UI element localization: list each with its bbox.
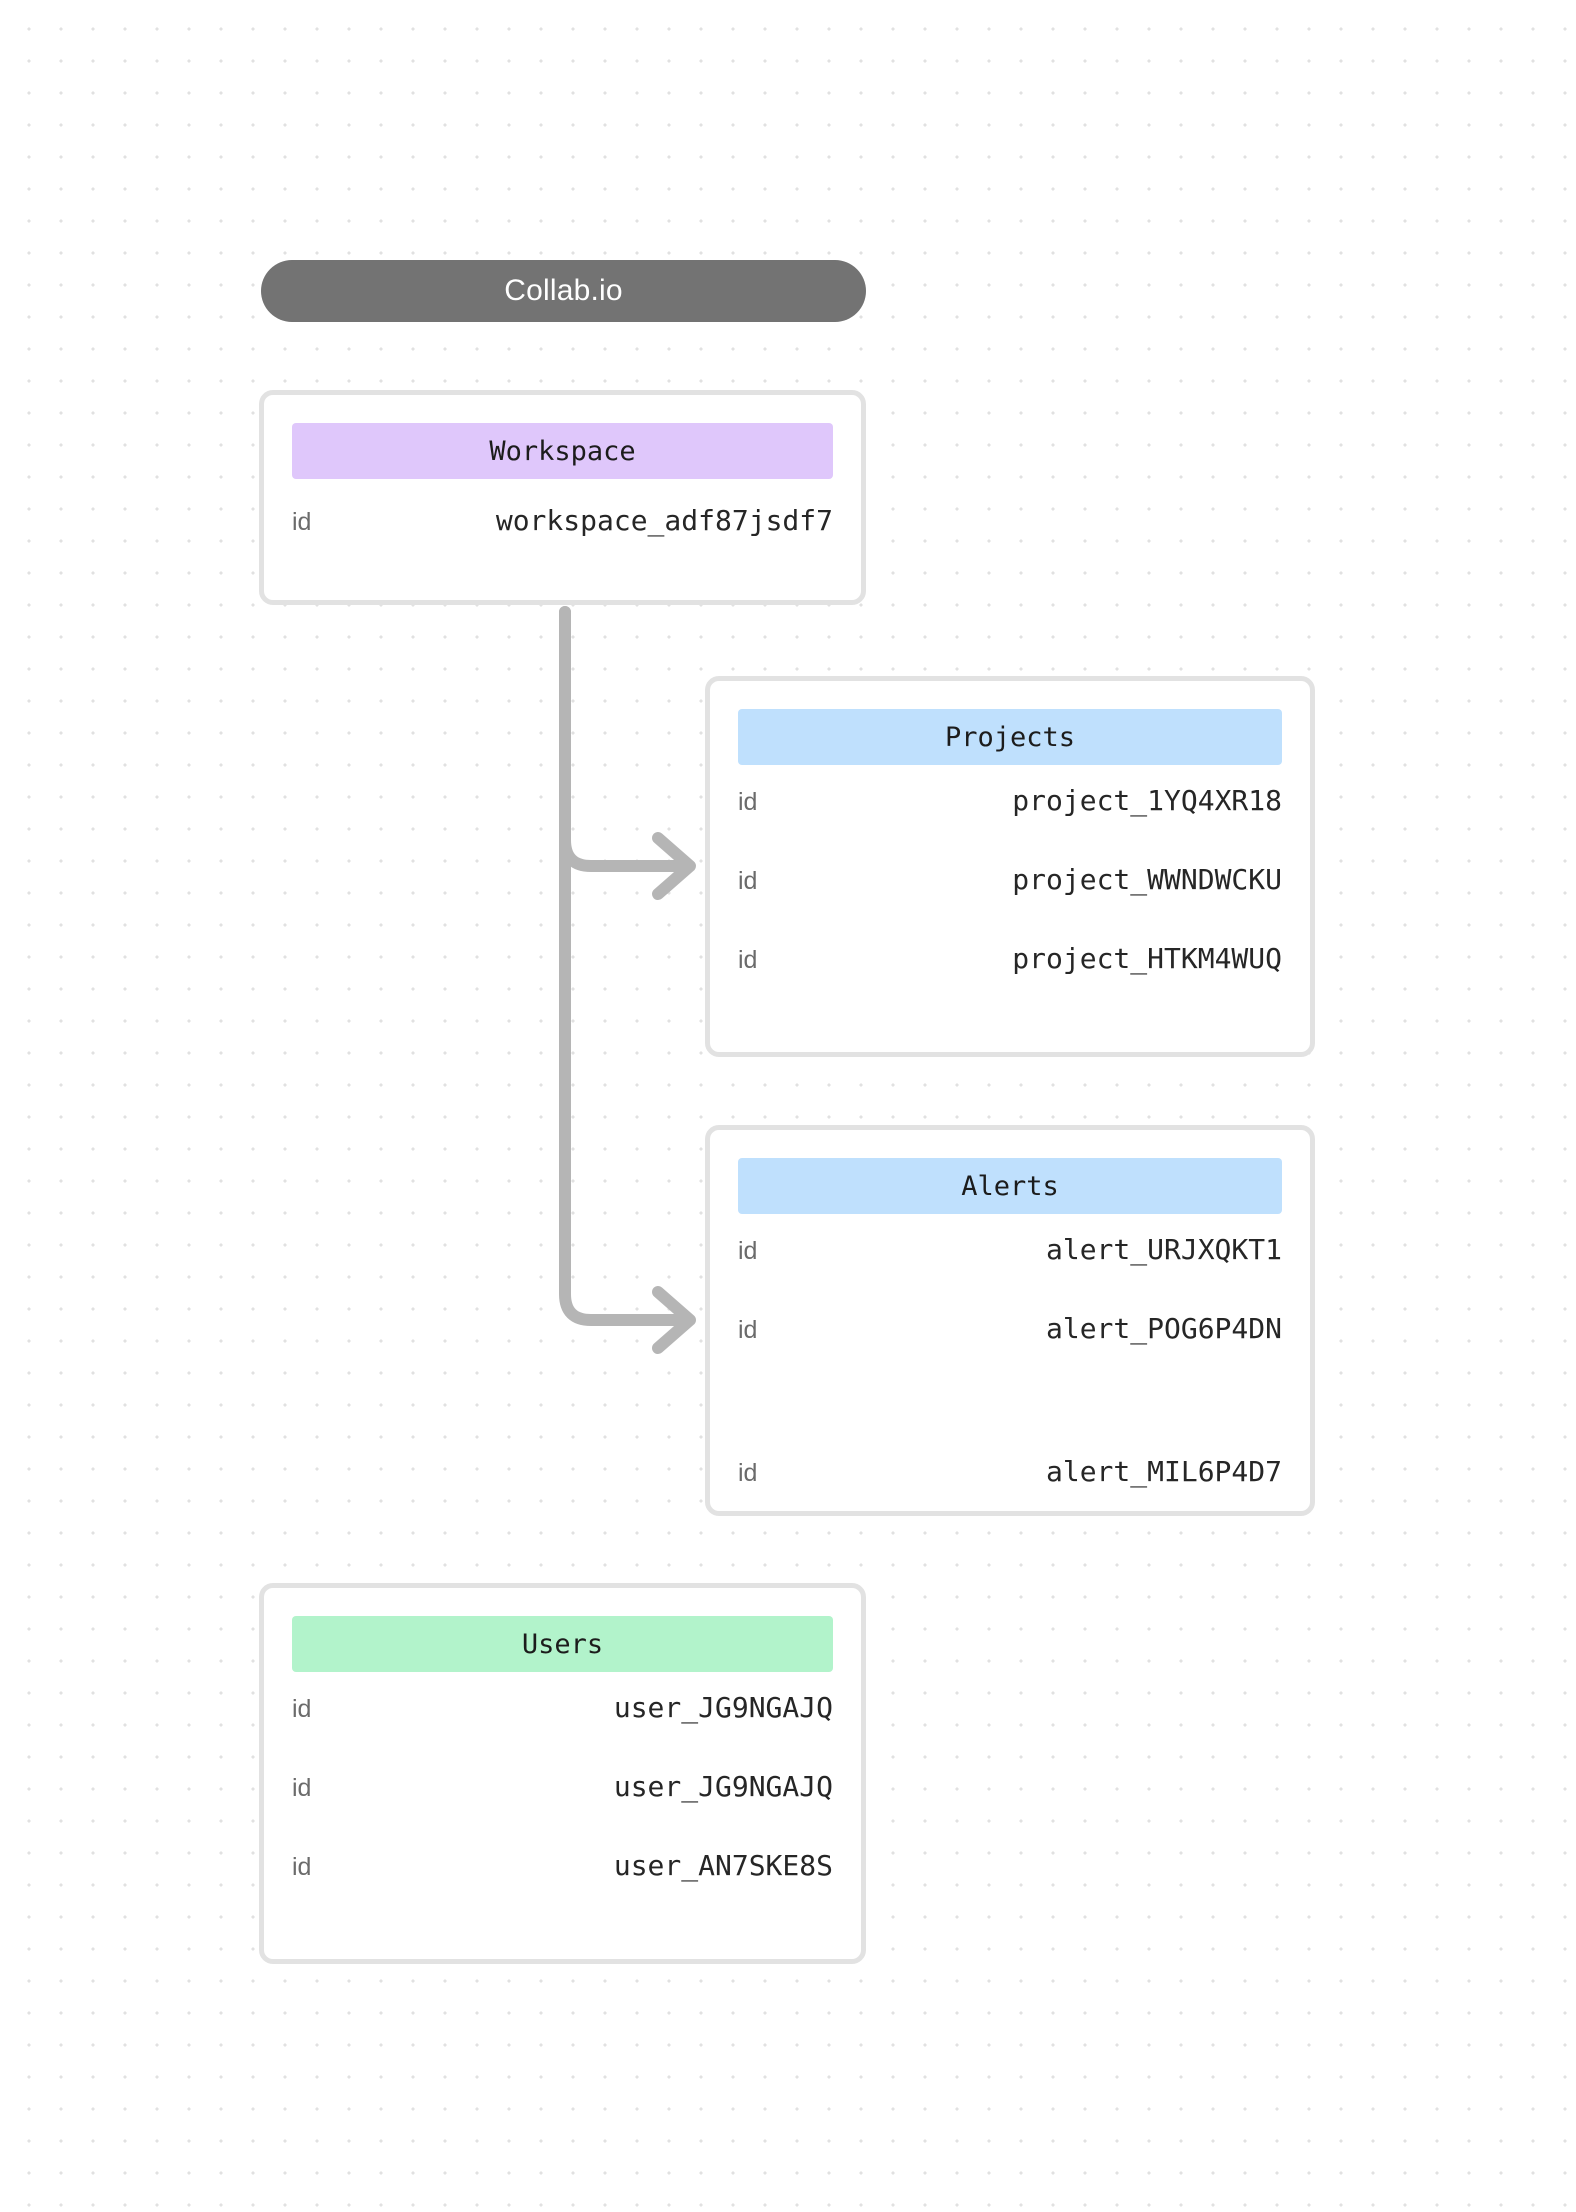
- row-value: workspace_adf87jsdf7: [495, 504, 833, 537]
- connector-workspace-to-alerts: [559, 606, 694, 1326]
- table-row: id workspace_adf87jsdf7: [292, 501, 833, 535]
- row-field-label: id: [738, 946, 758, 974]
- row-field-label: id: [738, 1237, 758, 1265]
- card-header-users: Users: [292, 1616, 833, 1672]
- table-row: id project_HTKM4WUQ: [738, 945, 1282, 1024]
- row-field-label: id: [292, 508, 312, 536]
- row-value: alert_MIL6P4D7: [1045, 1455, 1282, 1488]
- table-row: id project_WWNDWCKU: [738, 866, 1282, 945]
- card-header-workspace: Workspace: [292, 423, 833, 479]
- arrowhead-projects: [652, 832, 696, 900]
- row-value: user_JG9NGAJQ: [613, 1770, 833, 1803]
- table-row: id user_JG9NGAJQ: [292, 1773, 833, 1852]
- row-field-label: id: [292, 1695, 312, 1723]
- card-title-users: Users: [521, 1628, 604, 1660]
- table-row: id alert_URJXQKT1: [738, 1236, 1282, 1315]
- arrowhead-alerts: [652, 1286, 696, 1354]
- card-title-projects: Projects: [944, 721, 1076, 753]
- row-field-label: id: [292, 1853, 312, 1881]
- card-header-alerts: Alerts: [738, 1158, 1282, 1214]
- row-field-label: id: [738, 1316, 758, 1344]
- row-value: user_JG9NGAJQ: [613, 1691, 833, 1724]
- table-row: id user_AN7SKE8S: [292, 1852, 833, 1931]
- row-value: user_AN7SKE8S: [613, 1849, 833, 1882]
- card-title-workspace: Workspace: [489, 435, 636, 467]
- entity-card-alerts[interactable]: Alerts id alert_URJXQKT1 id alert_POG6P4…: [705, 1125, 1315, 1516]
- row-value: project_HTKM4WUQ: [1012, 942, 1282, 975]
- row-field-label: id: [738, 788, 758, 816]
- diagram-title: Collab.io: [504, 274, 623, 307]
- table-row: id project_1YQ4XR18: [738, 787, 1282, 866]
- table-row: id alert_MIL6P4D7: [738, 1394, 1282, 1486]
- row-field-label: id: [738, 867, 758, 895]
- entity-card-users[interactable]: Users id user_JG9NGAJQ id user_JG9NGAJQ …: [259, 1583, 866, 1964]
- entity-card-projects[interactable]: Projects id project_1YQ4XR18 id project_…: [705, 676, 1315, 1057]
- row-field-label: id: [292, 1774, 312, 1802]
- card-title-alerts: Alerts: [961, 1170, 1059, 1202]
- row-value: alert_URJXQKT1: [1045, 1233, 1282, 1266]
- row-field-label: id: [738, 1459, 758, 1487]
- connector-workspace-to-projects: [559, 606, 694, 872]
- diagram-title-pill: Collab.io: [261, 260, 866, 322]
- entity-card-workspace[interactable]: Workspace id workspace_adf87jsdf7: [259, 390, 866, 605]
- row-value: alert_POG6P4DN: [1045, 1312, 1282, 1345]
- row-value: project_1YQ4XR18: [1012, 784, 1282, 817]
- table-row: id user_JG9NGAJQ: [292, 1694, 833, 1773]
- row-value: project_WWNDWCKU: [1012, 863, 1282, 896]
- card-header-projects: Projects: [738, 709, 1282, 765]
- table-row: id alert_POG6P4DN: [738, 1315, 1282, 1394]
